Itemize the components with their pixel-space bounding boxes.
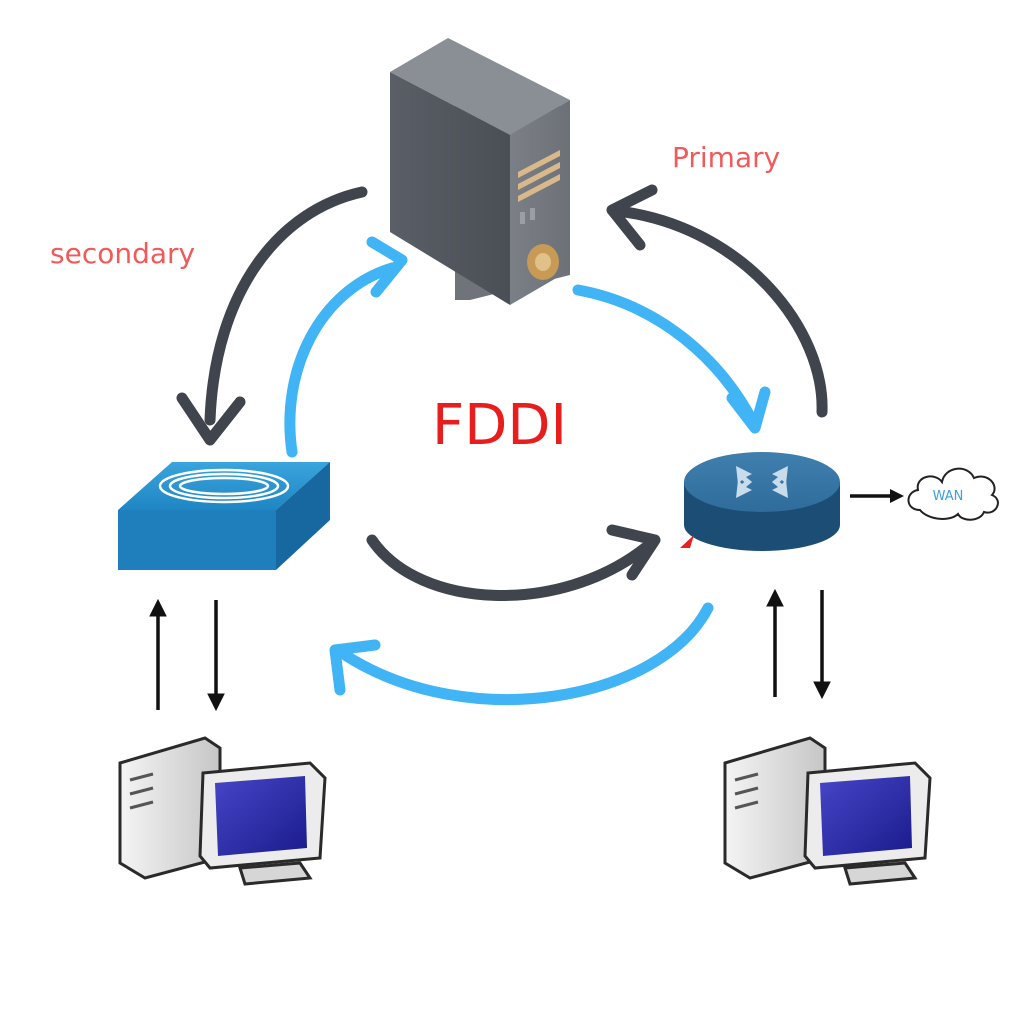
fddi-center-label: FDDI [432,393,567,458]
secondary-ring [284,262,758,705]
router-top [684,452,840,512]
primary-arc-right [619,206,828,418]
secondary-arc-bottom [339,602,714,705]
fddi-concentrator-icon[interactable] [118,462,330,570]
primary-arc-bottom [366,534,651,601]
left-link-arrows [149,598,225,712]
server-tower-icon[interactable] [390,38,570,305]
concentrator-top [118,462,330,510]
router-wan-arrow [850,489,904,503]
router-icon[interactable] [680,452,840,551]
desktop-computer-icon[interactable] [118,736,327,886]
pc-drive-bays [129,772,154,810]
primary-ring [204,186,828,601]
pc-monitor [803,761,932,886]
desktop-computer-icon[interactable] [723,736,932,886]
secondary-ring-label: secondary [50,237,195,270]
primary-ring-label: Primary [672,141,780,174]
router-arrows-icon [736,466,788,498]
router-red-marker [680,535,694,548]
primary-arrowheads [176,184,661,581]
server-top [390,38,570,135]
pc-monitor [198,761,327,886]
secondary-arrowheads [329,236,771,696]
concentrator-side [276,462,330,570]
pc-drive-bays [734,772,759,810]
secondary-arc-left [284,262,398,458]
server-power-button [527,244,559,280]
server-left-face [390,72,510,305]
wan-label: WAN [933,489,964,504]
server-buttons [520,208,535,224]
server-drive-slots [518,150,560,202]
cloud-icon[interactable]: WAN [907,467,999,521]
concentrator-front [118,510,276,570]
concentrator-ring-emblem [158,468,290,504]
secondary-arc-right [572,284,758,426]
primary-arc-left [204,186,368,426]
cloud-shape [907,467,999,521]
right-link-arrows [766,588,831,700]
